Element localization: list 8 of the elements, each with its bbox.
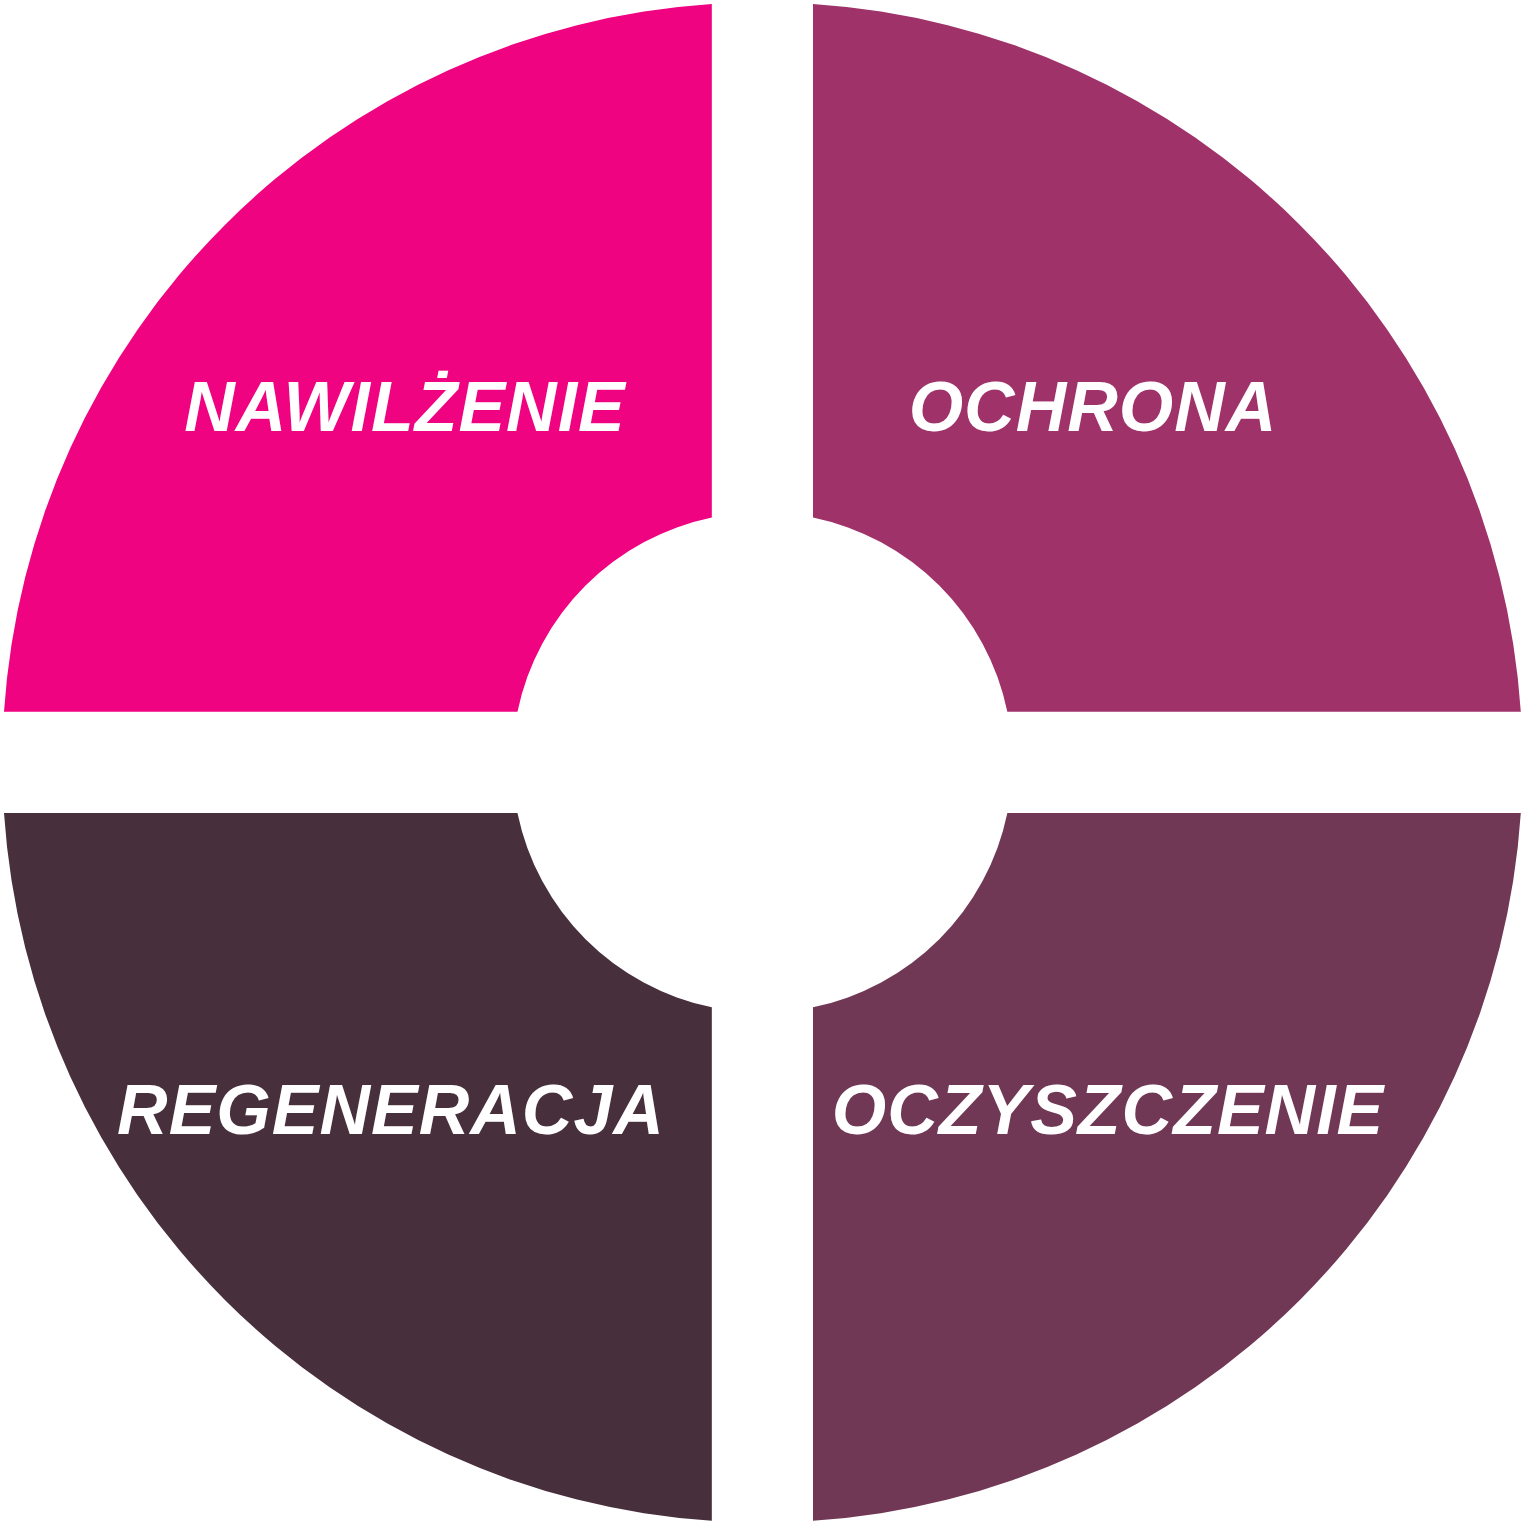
ring-segment — [4, 4, 712, 712]
ring-segment — [4, 813, 712, 1521]
segment-label: NAWILŻENIE — [184, 372, 626, 442]
ring-segment — [813, 4, 1521, 712]
ring-segment — [813, 813, 1521, 1521]
segment-label: REGENERACJA — [117, 1075, 665, 1145]
segment-label: OCHRONA — [908, 372, 1278, 442]
segment-label: OCZYSZCZENIE — [831, 1075, 1385, 1145]
